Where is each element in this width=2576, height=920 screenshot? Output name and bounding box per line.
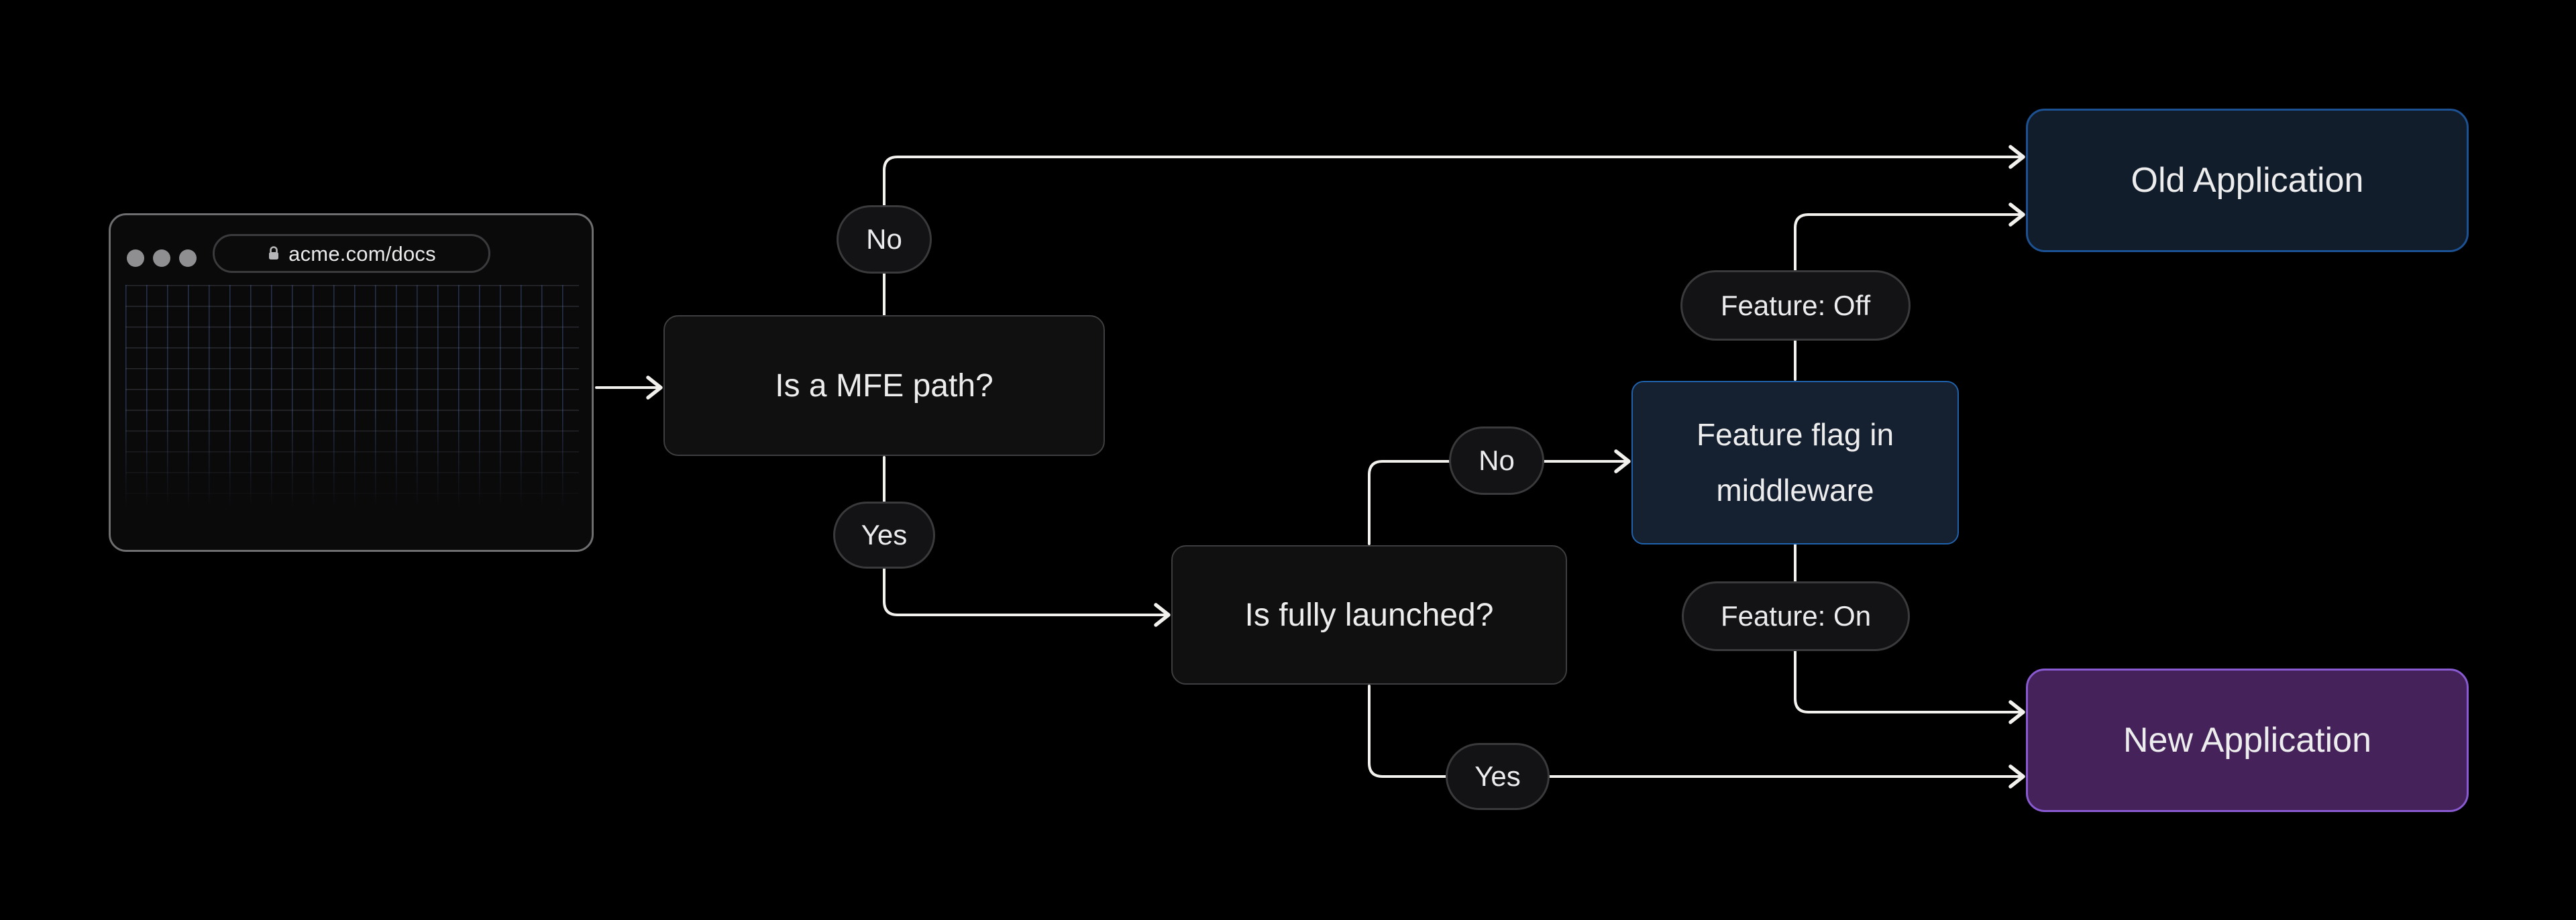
edge-label-text: No bbox=[866, 223, 902, 255]
arrowhead-icon bbox=[1154, 603, 1171, 627]
url-text: acme.com/docs bbox=[288, 241, 436, 266]
edge-label-no: No bbox=[1449, 426, 1544, 495]
traffic-light-dot bbox=[127, 249, 144, 267]
node-feature-flag-middleware: Feature flag in middleware bbox=[1631, 381, 1959, 544]
edge-label-no: No bbox=[837, 205, 932, 274]
traffic-light-dot bbox=[153, 249, 170, 267]
arrowhead-icon bbox=[646, 376, 663, 400]
edge-label-text: Feature: On bbox=[1720, 600, 1872, 632]
grid-pattern bbox=[125, 285, 579, 510]
edge-label-yes: Yes bbox=[833, 502, 935, 569]
traffic-light-dots bbox=[127, 249, 197, 267]
connector-feature-on-to-new-app bbox=[1794, 543, 2021, 713]
connector-launched-no-to-feature-flag bbox=[1368, 460, 1626, 545]
arrowhead-icon bbox=[2008, 700, 2025, 724]
edge-label-text: Feature: Off bbox=[1720, 289, 1871, 321]
edge-label-yes: Yes bbox=[1446, 743, 1550, 810]
node-fully-launched-question: Is fully launched? bbox=[1171, 545, 1567, 685]
connector-mfe-yes-to-launched bbox=[883, 456, 1166, 616]
edge-label-text: Yes bbox=[1474, 760, 1521, 792]
traffic-light-dot bbox=[179, 249, 197, 267]
connector-mfe-no-to-old-app bbox=[883, 156, 2021, 317]
connector-launched-yes-to-new-app bbox=[1368, 685, 2021, 778]
node-label: New Application bbox=[2123, 721, 2371, 760]
edge-label-feature-off: Feature: Off bbox=[1680, 270, 1911, 341]
node-old-application: Old Application bbox=[2026, 109, 2469, 252]
node-label: Is a MFE path? bbox=[775, 367, 994, 404]
arrowhead-icon bbox=[1614, 449, 1631, 473]
arrowhead-icon bbox=[2008, 203, 2025, 227]
edge-label-feature-on: Feature: On bbox=[1682, 581, 1910, 651]
node-mfe-question: Is a MFE path? bbox=[663, 315, 1105, 456]
url-bar: acme.com/docs bbox=[213, 234, 490, 273]
node-label: Feature flag in middleware bbox=[1696, 417, 1894, 508]
node-new-application: New Application bbox=[2026, 669, 2469, 812]
browser-window: acme.com/docs bbox=[109, 213, 594, 552]
edge-label-text: No bbox=[1479, 445, 1515, 476]
connector-feature-off-to-old-app bbox=[1794, 213, 2021, 381]
lock-icon bbox=[269, 246, 279, 260]
arrowhead-icon bbox=[2008, 764, 2025, 789]
arrowhead-icon bbox=[2008, 145, 2025, 169]
node-label: Is fully launched? bbox=[1244, 597, 1494, 633]
node-label: Old Application bbox=[2131, 161, 2364, 200]
edge-label-text: Yes bbox=[861, 519, 908, 551]
